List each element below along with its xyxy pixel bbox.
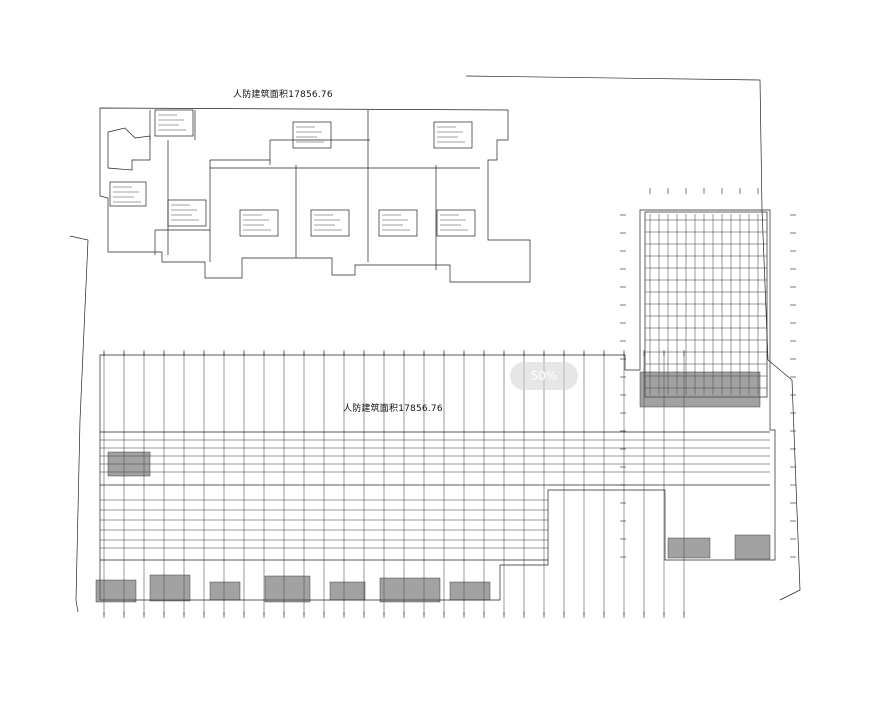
hatched-stair-core: [379, 577, 441, 603]
site-boundary: [465, 75, 801, 601]
hatched-stair-core: [449, 581, 491, 601]
room-tag: [292, 121, 332, 149]
hatched-stair-core: [667, 537, 711, 559]
room-tag: [109, 181, 147, 207]
room-tag: [436, 209, 476, 237]
site-boundary-left: [69, 235, 89, 613]
hatched-stair-core: [639, 371, 761, 408]
tower-core: [644, 211, 768, 398]
hatched-stair-core: [209, 581, 241, 601]
room-tag: [167, 199, 207, 227]
hatched-stair-core: [734, 534, 771, 560]
upper-building-notch: [107, 127, 151, 171]
hatched-stair-core: [107, 451, 151, 477]
lower-area-label: 人防建筑面积17856.76: [343, 404, 443, 414]
hatched-stair-core: [264, 575, 311, 603]
upper-area-label: 人防建筑面积17856.76: [233, 90, 333, 100]
hatched-stair-core: [149, 574, 191, 602]
basement-outline: [99, 209, 776, 601]
room-tag: [154, 109, 194, 137]
room-tag: [433, 121, 473, 149]
upper-building-outline: [99, 107, 531, 283]
hatched-stair-core: [329, 581, 366, 601]
room-tag: [378, 209, 418, 237]
zoom-indicator[interactable]: 50%: [510, 362, 578, 390]
room-tag: [310, 209, 350, 237]
hatched-stair-core: [95, 579, 137, 603]
room-tag: [239, 209, 279, 237]
